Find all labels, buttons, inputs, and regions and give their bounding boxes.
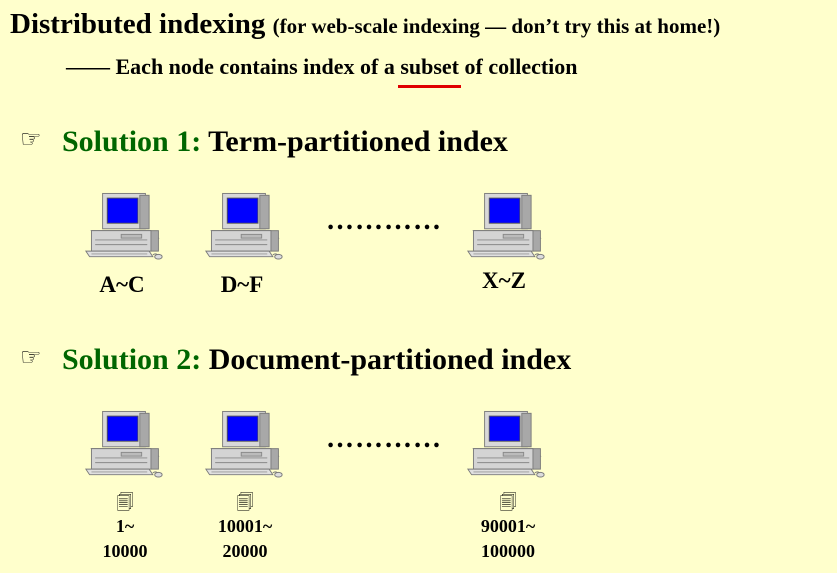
node-label: X~Z: [482, 268, 526, 293]
range-end: 100000: [481, 541, 535, 561]
solution-1-label: Solution 1:: [62, 125, 202, 158]
pointing-hand-icon: ☞: [20, 343, 42, 371]
doc-range: 90001~ 100000: [458, 514, 558, 564]
ellipsis: …………: [326, 205, 442, 236]
ellipsis: …………: [326, 423, 442, 454]
subtitle-line: —— Each node contains index of a subset …: [66, 54, 578, 88]
computer-icon: [85, 192, 163, 260]
document-icon: 🗐: [499, 493, 517, 513]
pointing-hand-icon: ☞: [20, 125, 42, 153]
solution-1-heading: ☞ Solution 1: Term-partitioned index: [20, 125, 508, 159]
range-end: 20000: [222, 541, 268, 561]
doc-range: 1~ 10000: [75, 514, 175, 564]
range-end: 10000: [102, 541, 148, 561]
subtitle-suffix: of collection: [459, 54, 578, 79]
title-main: Distributed indexing: [10, 8, 266, 40]
title-note: (for web-scale indexing — don’t try this…: [272, 14, 721, 38]
range-start: 1~: [115, 516, 135, 536]
computer-icon: [467, 192, 545, 260]
computer-icon: [85, 410, 163, 478]
computer-icon: [467, 410, 545, 478]
range-start: 10001~: [217, 516, 273, 536]
page-title: Distributed indexing (for web-scale inde…: [10, 8, 720, 41]
subtitle-underlined-word: subset: [398, 54, 461, 88]
range-start: 90001~: [480, 516, 536, 536]
solution-2-label: Solution 2:: [62, 343, 202, 376]
doc-range: 10001~ 20000: [195, 514, 295, 564]
solution-1-text: Term-partitioned index: [201, 125, 508, 158]
computer-icon: [205, 410, 283, 478]
node-label: D~F: [220, 272, 264, 297]
computer-icon: [205, 192, 283, 260]
document-icon: 🗐: [116, 493, 134, 513]
node-label: A~C: [99, 272, 145, 297]
subtitle-prefix: —— Each node contains index of a: [66, 54, 401, 79]
document-icon: 🗐: [236, 493, 254, 513]
solution-2-heading: ☞ Solution 2: Document-partitioned index: [20, 343, 571, 377]
solution-2-text: Document-partitioned index: [201, 343, 572, 376]
